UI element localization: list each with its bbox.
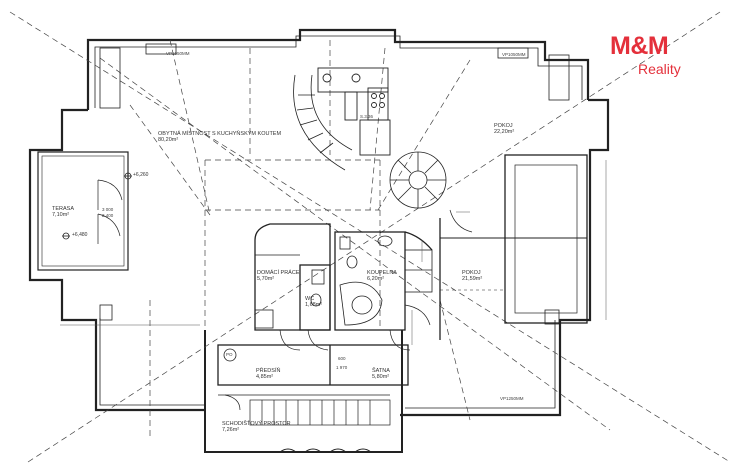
room-area: 5,70m² [257,276,275,283]
brand-logo: M&M [610,32,669,60]
room-label-pokoj-a: POKOJ 22,20m² [494,123,514,136]
room-area: 7,10m² [52,212,70,219]
room-name: WC [305,296,315,302]
room-area: 7,26m² [222,427,240,434]
kitchen-counter [317,67,391,156]
room-label-domaci-prace: DOMÁCÍ PRÁCE 5,70m² [257,270,299,283]
dim-terasa-top: 3 000 [102,207,114,212]
room-area: 21,59m² [462,276,483,283]
room-label-schodistovy: SCHODIŠŤOVÝ PROSTOR 7,26m² [222,421,291,434]
window-label-low: VP1250MM [500,396,524,401]
roof-lines [9,11,731,463]
right-rooms [439,154,588,340]
room-label-koupelna: KOUPELNA 6,20m² [367,270,397,283]
room-area: 1,68m² [305,302,323,309]
level-markers [62,172,237,362]
room-label-wc: WC 1,68m² [305,296,322,309]
brand-tagline: Reality [638,61,681,77]
dim-door-1970: 1 970 [336,365,348,370]
room-label-pokoj-b: POKOJ 21,59m² [462,270,482,283]
room-name: OBYTNÁ MÍSTNOST S KUCHYŇSKÝM KOUTEM [158,131,282,137]
room-area: 4,85m² [256,374,274,381]
room-name: SCHODIŠŤOVÝ PROSTOR [222,421,291,427]
room-area: 5,80m² [372,374,390,381]
terasa-box [37,151,129,271]
room-name: TERASA [52,206,75,212]
dim-terasa-bottom: 2 400 [102,213,114,218]
room-name: ŠATNA [372,368,390,374]
doors [97,179,473,411]
room-name: KOUPELNA [367,270,397,276]
room-area: 6,20m² [367,276,385,283]
level-lower: +6,480 [72,232,88,238]
room-area: 80,20m² [158,137,179,144]
kitchen-code: S.3.36 [360,114,374,119]
stairs [249,399,391,453]
window-frames [99,43,570,325]
room-name: PŘEDSÍŇ [256,368,281,374]
curved-stair [293,74,353,171]
room-label-living: OBYTNÁ MÍSTNOST S KUCHYŇSKÝM KOUTEM 80,2… [158,131,281,144]
spiral-stair [389,151,447,209]
dim-door-600: 600 [338,356,346,361]
room-label-predsin: PŘEDSÍŇ 4,85m² [256,368,280,381]
dimension-lines [60,160,607,345]
window-label-left: VP1050MM [166,51,190,56]
bath-fixtures [254,235,393,329]
room-name: POKOJ [494,123,513,129]
window-label-right: VP1050MM [502,52,526,57]
outer-walls [28,28,610,453]
room-name: DOMÁCÍ PRÁCE [257,270,300,276]
room-area: 22,20m² [494,129,515,136]
room-label-terasa: TERASA 7,10m² [52,206,74,219]
level-upper: +6,260 [133,172,149,178]
room-name: POKOJ [462,270,481,276]
central-rooms [254,223,433,331]
lower-hall [217,344,409,396]
room-label-satna: ŠATNA 5,80m² [372,368,390,381]
po-tag: PO [226,352,233,357]
